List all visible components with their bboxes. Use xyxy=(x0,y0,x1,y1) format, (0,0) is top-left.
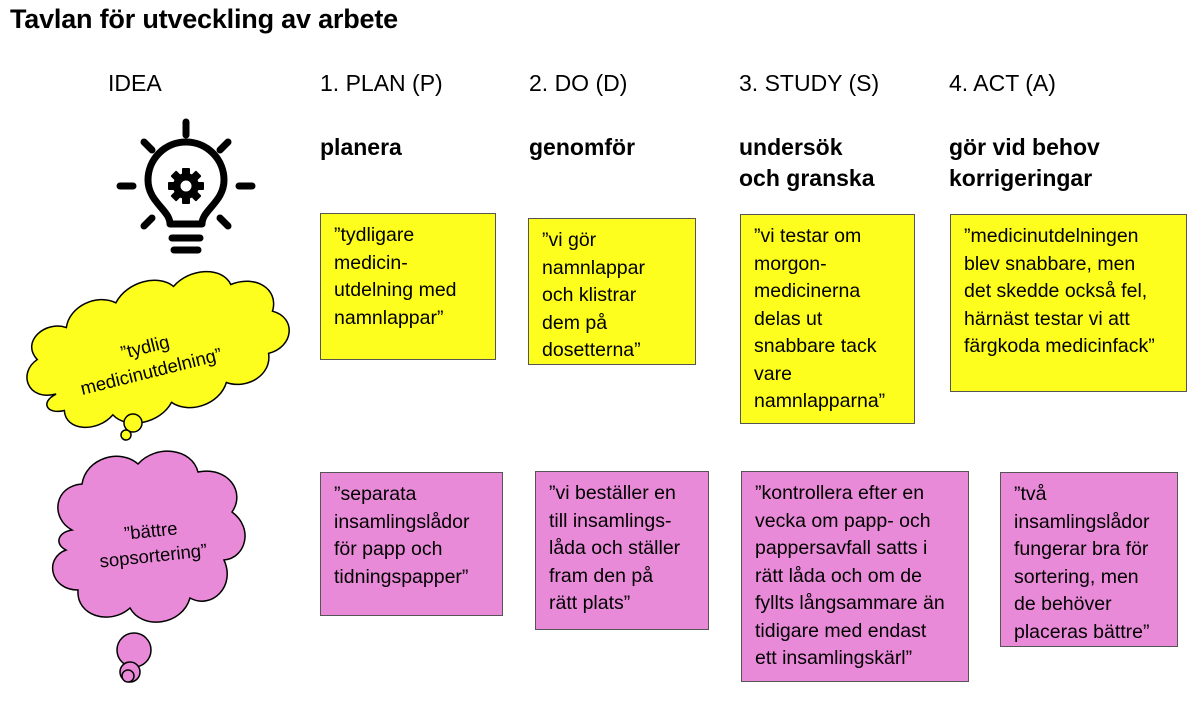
thought-cloud-yellow xyxy=(26,270,290,441)
thought-bubble-yellow-small xyxy=(120,429,132,441)
column-header-study: 3. STUDY (S) xyxy=(739,70,880,96)
column-subtitle-study: undersök och granska xyxy=(739,134,875,191)
thought-bubble-pink-small xyxy=(121,669,135,683)
thought-bubble-pink-large xyxy=(116,632,152,668)
note-act-medication: ”medicinutdelningen blev snabbare, men d… xyxy=(950,214,1187,392)
column-header-plan: 1. PLAN (P) xyxy=(320,70,443,96)
note-plan-medication: ”tydligare medicin- utdelning med namnla… xyxy=(320,213,496,360)
thought-cloud-yellow-body xyxy=(26,270,290,429)
column-header-act: 4. ACT (A) xyxy=(949,70,1056,96)
note-plan-waste: ”separata insamlingslådor för papp och t… xyxy=(320,472,503,616)
note-study-medication: ”vi testar om morgon- medicinerna delas … xyxy=(740,214,915,424)
column-header-do: 2. DO (D) xyxy=(529,70,628,96)
note-study-waste: ”kontrollera efter en vecka om papp- och… xyxy=(741,471,969,682)
lightbulb-gear-icon xyxy=(116,118,256,254)
thought-bubble-yellow-large xyxy=(123,413,143,433)
column-subtitle-plan: planera xyxy=(320,134,402,160)
thought-cloud-pink-body xyxy=(51,450,246,623)
note-do-medication: ”vi gör namnlappar och klistrar dem på d… xyxy=(528,218,696,365)
note-act-waste: ”två insamlingslådor fungerar bra för so… xyxy=(1000,472,1178,647)
column-subtitle-act: gör vid behov korrigeringar xyxy=(949,134,1100,191)
column-subtitle-do: genomför xyxy=(529,134,636,160)
page-title: Tavlan för utveckling av arbete xyxy=(10,4,398,34)
note-do-waste: ”vi beställer en till insamlings- låda o… xyxy=(535,471,709,630)
column-header-idea: IDEA xyxy=(108,70,162,96)
thought-cloud-pink xyxy=(51,450,246,683)
